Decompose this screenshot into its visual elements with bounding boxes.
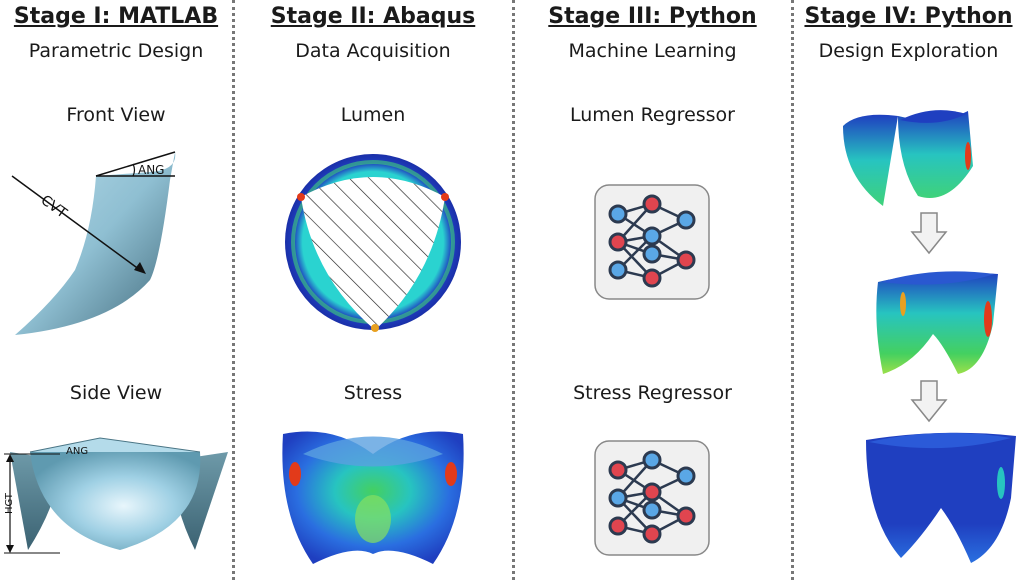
arrow-down-icon-2 (910, 380, 948, 423)
stage-3-title: Stage III: Python (548, 4, 757, 29)
separator-1 (232, 0, 235, 580)
cvt-annotation: CVT (38, 192, 70, 222)
design-iteration-2 (876, 271, 998, 374)
stage-2-column: Stage II: Abaqus Data Acquisition Lumen … (234, 0, 512, 580)
front-view-label: Front View (66, 104, 166, 126)
lumen-regressor-label: Lumen Regressor (570, 104, 735, 126)
separator-2 (512, 0, 515, 580)
stage-2-subtitle: Data Acquisition (295, 40, 451, 62)
stage-1-column: Stage I: MATLAB Parametric Design Front … (0, 0, 232, 580)
angle-annotation-side: ANG (66, 446, 88, 457)
stage-4-title: Stage IV: Python (804, 4, 1013, 29)
stage-1-title: Stage I: MATLAB (13, 4, 219, 29)
stress-label: Stress (343, 382, 403, 404)
design-iteration-3 (866, 432, 1016, 563)
stage-3-subtitle: Machine Learning (568, 40, 737, 62)
front-view-leaflet: ANG CVT (11, 151, 176, 335)
stress-regressor-label: Stress Regressor (573, 382, 732, 404)
height-annotation: HGT (4, 492, 15, 514)
stage-4-subtitle: Design Exploration (818, 40, 999, 62)
stress-contour-valve (282, 431, 464, 564)
lumen-neural-network-icon (594, 184, 710, 300)
stage-2-title: Stage II: Abaqus (270, 4, 476, 29)
design-iteration-1 (843, 110, 973, 206)
angle-annotation-front: ANG (138, 163, 164, 177)
stage-4-column: Stage IV: Python Design Exploration (793, 0, 1024, 580)
stage-3-column: Stage III: Python Machine Learning Lumen… (514, 0, 791, 580)
side-view-leaflet: HGT ANG (4, 437, 228, 554)
stage-1-subtitle: Parametric Design (28, 40, 204, 62)
lumen-label: Lumen (340, 104, 406, 126)
separator-3 (791, 0, 794, 580)
side-view-label: Side View (69, 382, 163, 404)
stress-neural-network-icon (594, 440, 710, 556)
arrow-down-icon-1 (910, 212, 948, 255)
lumen-cross-section (285, 154, 461, 332)
